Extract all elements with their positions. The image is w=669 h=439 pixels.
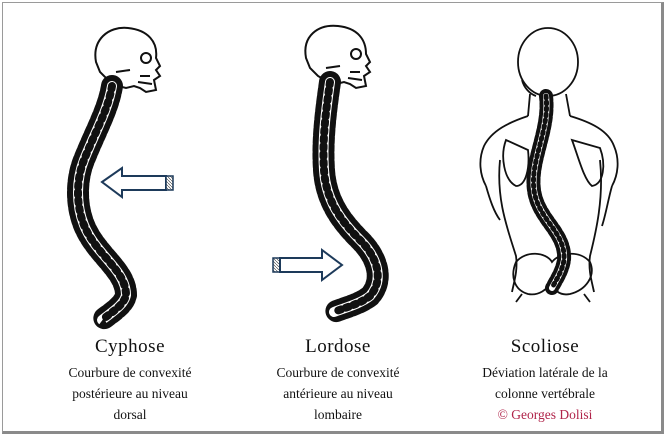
cyphose-desc-line-3: dorsal (20, 404, 240, 425)
arrow-left-icon (102, 168, 173, 197)
lordose-desc-line-1: Courbure de convexité (228, 362, 448, 383)
arrow-right-icon (273, 250, 342, 280)
lordose-desc-line-2: antérieure au niveau (228, 383, 448, 404)
scoliose-desc-line-2: colonne vertébrale (434, 383, 656, 404)
scoliose-title: Scoliose (434, 336, 656, 358)
lordose-title: Lordose (228, 336, 448, 358)
cyphose-desc-line-2: postérieure au niveau (20, 383, 240, 404)
scoliose-illustration (480, 28, 617, 302)
lordose-desc-line-3: lombaire (228, 404, 448, 425)
lordose-caption: Lordose Courbure de convexité antérieure… (228, 336, 448, 425)
spine-icon (78, 86, 126, 326)
cyphose-desc-line-1: Courbure de convexité (20, 362, 240, 383)
copyright-notice: © Georges Dolisi (434, 404, 656, 425)
lordose-illustration (273, 26, 378, 312)
cyphose-caption: Cyphose Courbure de convexité postérieur… (20, 336, 240, 425)
spine-icon (323, 82, 377, 312)
scoliose-desc-line-1: Déviation latérale de la (434, 362, 656, 383)
torso-back-icon (480, 28, 617, 302)
cyphose-title: Cyphose (20, 336, 240, 358)
scoliose-caption: Scoliose Déviation latérale de la colonn… (434, 336, 656, 425)
cyphose-illustration (78, 28, 173, 326)
